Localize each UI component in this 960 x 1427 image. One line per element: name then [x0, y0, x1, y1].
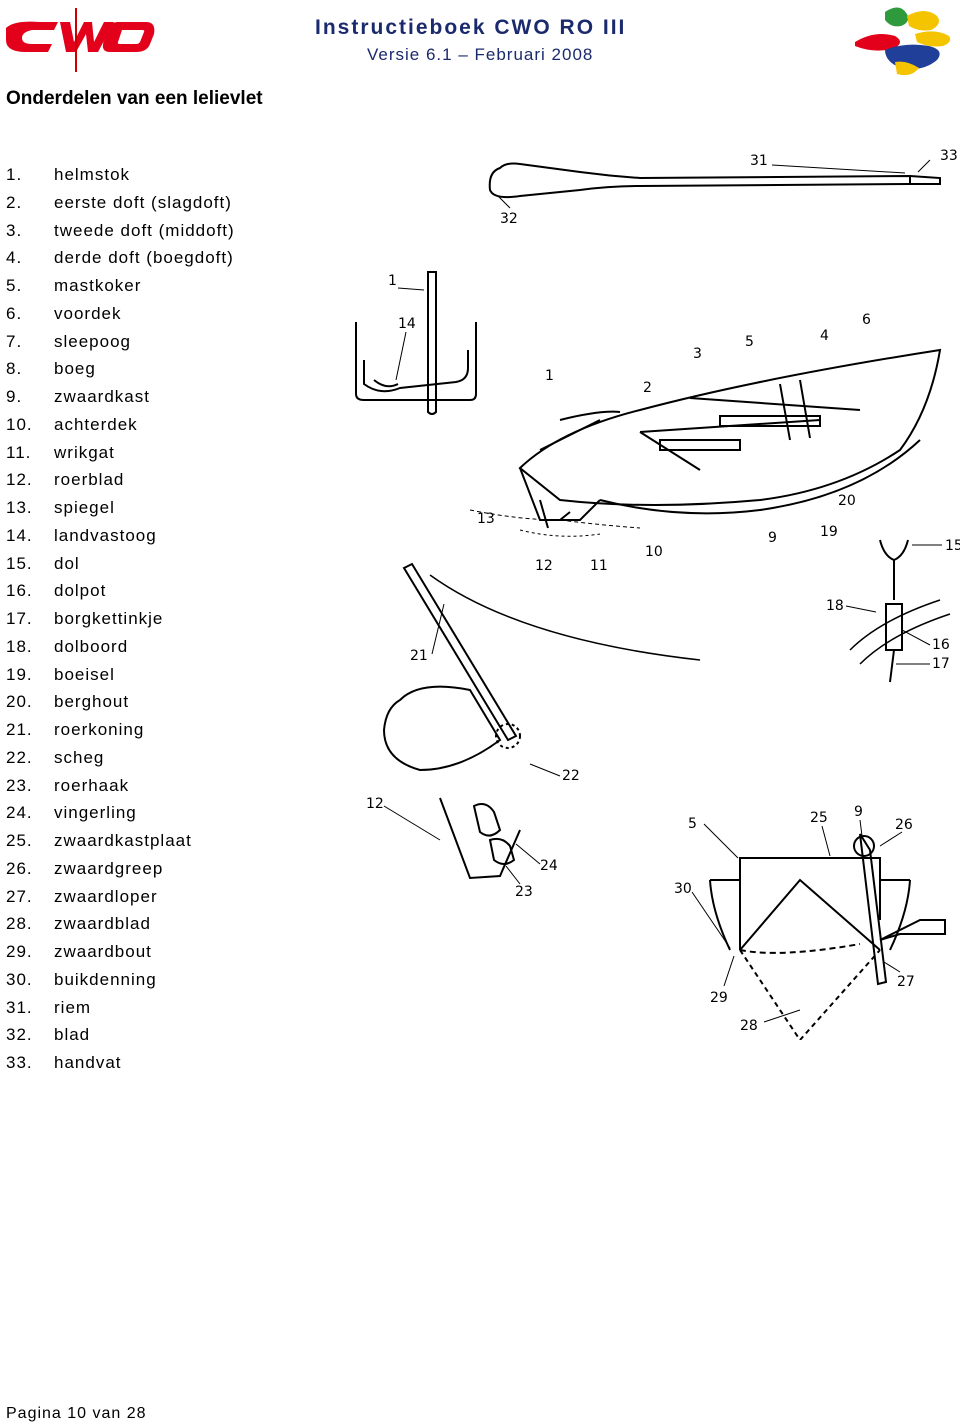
list-item: 17.borgkettinkje	[6, 609, 164, 628]
list-item: 2.eerste doft (slagdoft)	[6, 192, 232, 212]
document-title: Instructieboek CWO RO III	[315, 16, 627, 39]
centerboard-label-25: 25	[810, 810, 828, 826]
header-divider	[75, 8, 77, 72]
list-item: 6.voordek	[6, 303, 122, 323]
boat-parts-diagram: 31 32 33 1 14 1 2 3 4 5 6 9 10 11 12 13 …	[355, 148, 960, 1040]
list-item: 4.derde doft (boegdoft)	[6, 248, 234, 268]
list-item: 10.achterdek	[6, 414, 138, 434]
oarlock-label-16: 16	[932, 637, 950, 653]
list-item: 31.riem	[6, 997, 92, 1017]
centerboard-drawing	[709, 833, 946, 1040]
list-item: 26.zwaardgreep	[6, 858, 164, 878]
boat-drawing	[518, 348, 942, 529]
document-version: Versie 6.1 – Februari 2008	[367, 45, 594, 64]
cwo-logo: CWO	[6, 12, 155, 52]
list-item: 33.handvat	[6, 1053, 122, 1072]
oar-label-32: 32	[500, 211, 518, 227]
list-item: 11.wrikgat	[6, 442, 115, 462]
centerboard-label-30: 30	[674, 881, 692, 897]
oar-label-31: 31	[750, 153, 768, 169]
list-item: 20.berghout	[6, 692, 130, 712]
logo-text: CWO	[80, 12, 90, 17]
boat-label-19: 19	[820, 524, 838, 540]
list-item: 12.roerblad	[6, 470, 125, 490]
list-item: 28.zwaardblad	[6, 914, 151, 934]
list-item: 16.dolpot	[6, 581, 107, 601]
centerboard-label-28: 28	[740, 1018, 758, 1034]
oar-label-33: 33	[940, 148, 958, 164]
rudder-label-12: 12	[366, 796, 384, 812]
boat-label-2: 2	[643, 380, 652, 396]
centerboard-label-5: 5	[688, 816, 697, 832]
rudder-label-21: 21	[410, 648, 428, 664]
oarlock-drawing	[849, 539, 951, 683]
tiller-label-1: 1	[388, 273, 397, 289]
boat-label-4: 4	[820, 328, 829, 344]
rudder-drawing	[382, 562, 701, 880]
boat-label-13: 13	[477, 511, 495, 527]
boat-label-6: 6	[862, 312, 871, 328]
water-sport-logo	[855, 7, 951, 76]
list-item: 9.zwaardkast	[6, 387, 150, 406]
rudder-label-23: 23	[515, 884, 533, 900]
centerboard-label-26: 26	[895, 817, 913, 833]
list-item: 21.roerkoning	[6, 720, 145, 739]
list-item: 32.blad	[6, 1025, 91, 1045]
boat-label-5: 5	[745, 334, 754, 350]
page-number: Pagina 10 van 28	[6, 1405, 147, 1422]
list-item: 22.scheg	[6, 747, 105, 767]
list-item: 15.dol	[6, 553, 80, 573]
parts-list: 1.helmstok 2.eerste doft (slagdoft) 3.tw…	[6, 165, 235, 1081]
list-item: 14.landvastoog	[6, 525, 157, 545]
boat-label-9: 9	[768, 530, 777, 546]
boat-label-12: 12	[535, 558, 553, 574]
list-item: 3.tweede doft (middoft)	[6, 220, 235, 240]
list-item: 24.vingerling	[6, 803, 137, 823]
list-item: 25.zwaardkastplaat	[6, 831, 192, 850]
list-item: 29.zwaardbout	[6, 942, 152, 961]
list-item: 18.dolboord	[6, 636, 129, 656]
centerboard-label-27: 27	[897, 974, 915, 990]
list-item: 1.helmstok	[6, 165, 131, 184]
boat-label-11: 11	[590, 558, 608, 574]
tiller-label-14: 14	[398, 316, 416, 332]
rudder-label-24: 24	[540, 858, 558, 874]
centerboard-label-9: 9	[854, 804, 863, 820]
oarlock-label-15: 15	[945, 538, 960, 554]
boat-label-1: 1	[545, 368, 554, 384]
oarlock-label-17: 17	[932, 656, 950, 672]
oar-drawing	[488, 162, 941, 199]
page-title: Onderdelen van een lelievlet	[6, 88, 263, 109]
list-item: 13.spiegel	[6, 498, 115, 517]
rudder-label-22: 22	[562, 768, 580, 784]
list-item: 30.buikdenning	[6, 969, 157, 989]
list-item: 7.sleepoog	[6, 331, 132, 351]
list-item: 8.boeg	[6, 359, 96, 379]
list-item: 23.roerhaak	[6, 775, 130, 795]
list-item: 27.zwaardloper	[6, 886, 158, 906]
list-item: 19.boeisel	[6, 664, 115, 684]
boat-label-20: 20	[838, 493, 856, 509]
boat-label-3: 3	[693, 346, 702, 362]
centerboard-label-29: 29	[710, 990, 728, 1006]
oarlock-label-18: 18	[826, 598, 844, 614]
boat-label-10: 10	[645, 544, 663, 560]
list-item: 5.mastkoker	[6, 276, 142, 295]
tiller-drawing	[355, 271, 477, 415]
